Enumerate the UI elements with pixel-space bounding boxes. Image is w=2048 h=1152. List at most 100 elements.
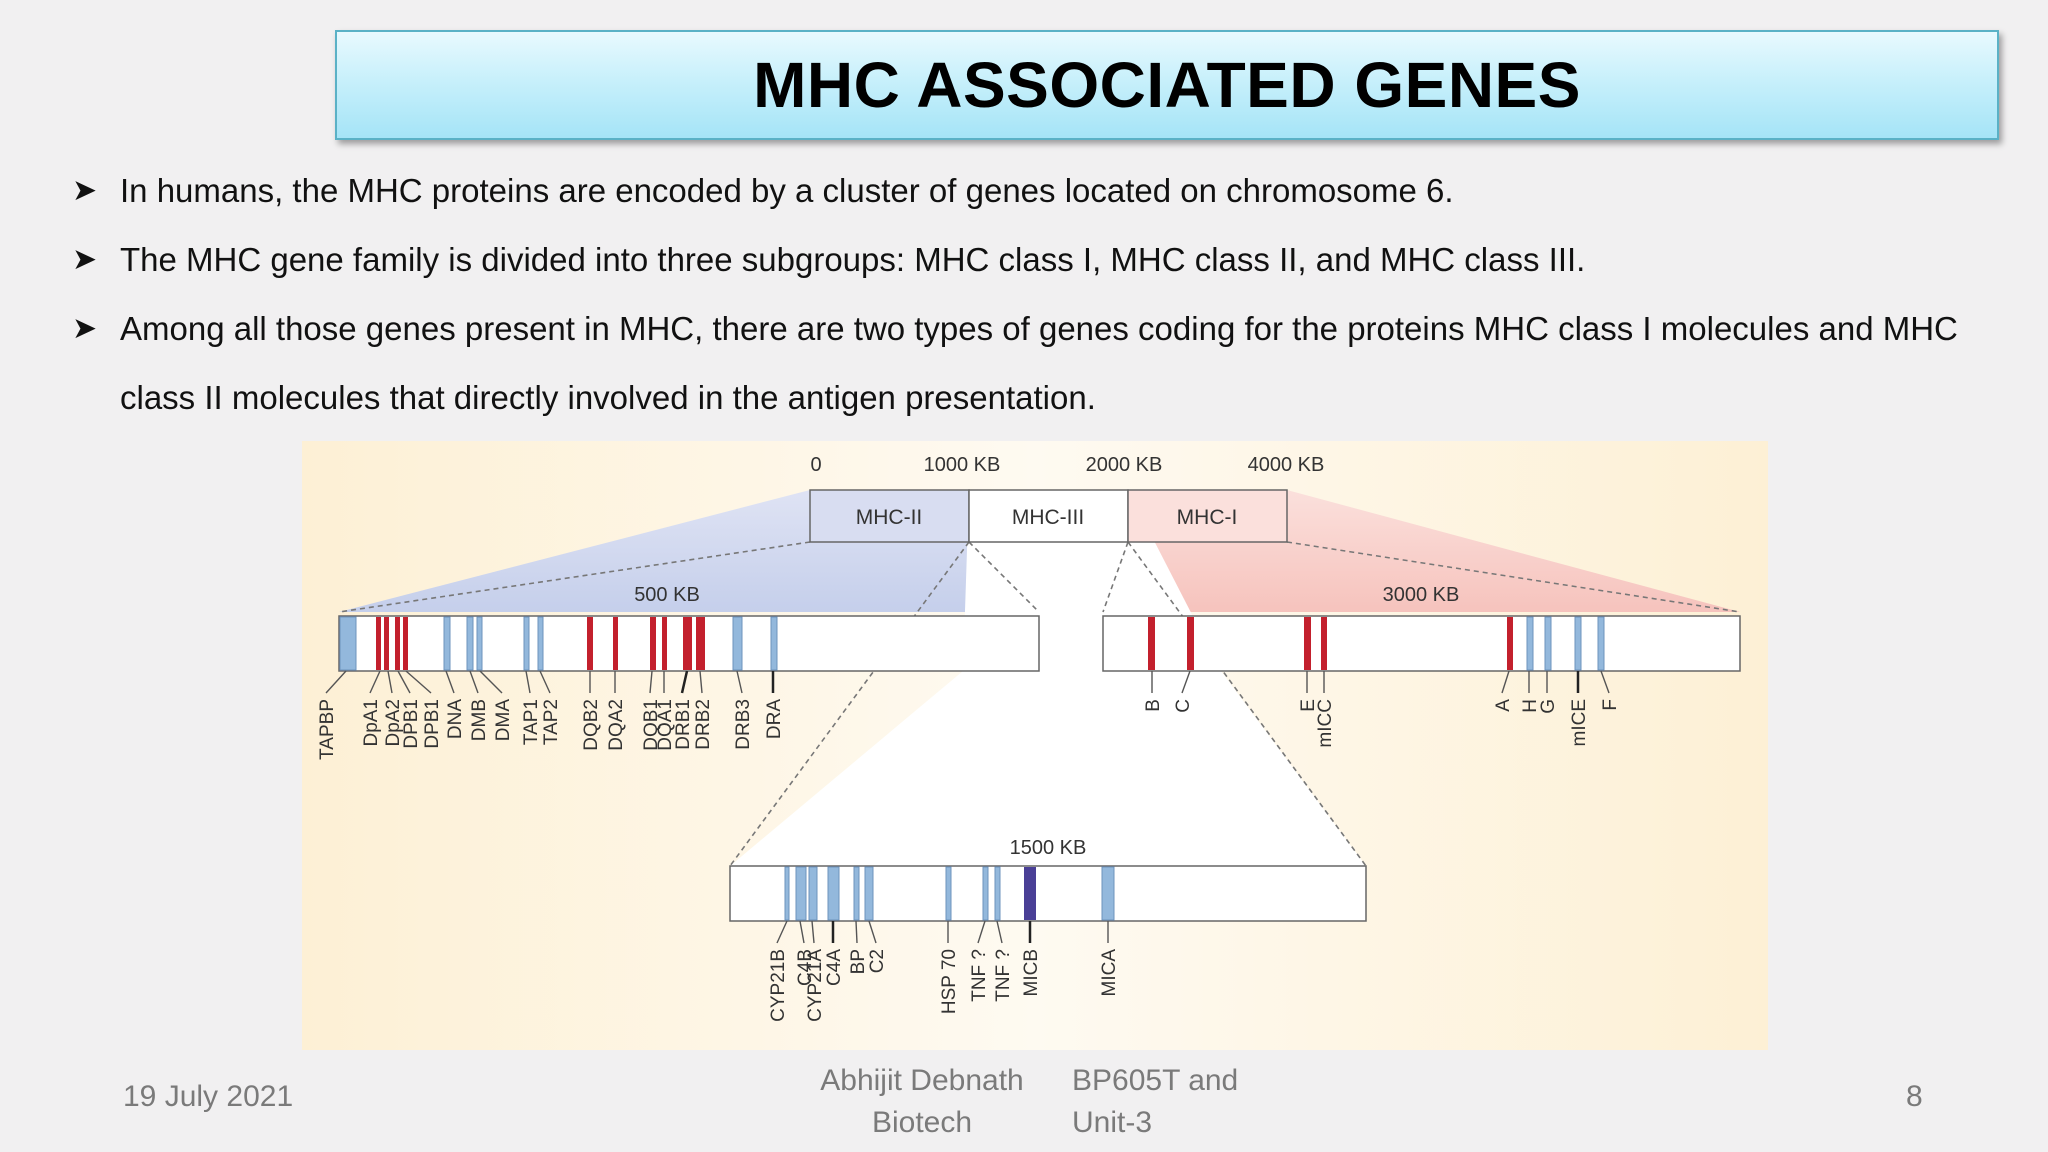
class2-gene-connector <box>397 670 411 694</box>
class1-length-label: 3000 KB <box>1383 584 1460 606</box>
class2-gene-band <box>384 617 389 670</box>
class2-gene-band <box>395 617 400 670</box>
class3-gene-band <box>994 866 1001 921</box>
class3-gene-label: TNF ? <box>993 949 1014 1002</box>
class2-gene-band <box>476 616 483 671</box>
class2-gene-band <box>770 616 778 671</box>
class2-gene-label: DpA1 <box>361 699 382 747</box>
footer-course-line2: Unit-3 <box>1072 1106 1153 1139</box>
class3-gene-connector <box>868 920 877 944</box>
class2-gene-band <box>683 617 692 670</box>
zoom-guide-lines <box>338 541 1741 867</box>
class1-gene-band <box>1526 616 1534 671</box>
class2-gene-band <box>339 616 357 671</box>
region-label: MHC-I <box>1177 506 1238 529</box>
footer-date: 19 July 2021 <box>123 1080 294 1113</box>
class3-gene-band <box>1024 867 1036 920</box>
class3-gene-band <box>827 866 840 921</box>
footer-author-line2: Biotech <box>871 1106 973 1139</box>
class2-gene-band <box>537 616 544 671</box>
class3-gene-connector <box>811 920 815 944</box>
class3-gene-band <box>1101 866 1115 921</box>
class1-gene-connector <box>1501 670 1510 694</box>
class2-gene-connector <box>369 670 381 694</box>
class3-gene-label: CYP21B <box>768 949 789 1022</box>
class3-length-label: 1500 KB <box>1010 837 1087 859</box>
class2-gene-connector <box>539 670 551 694</box>
class2-gene-connector <box>699 670 703 694</box>
class3-gene-label: MICA <box>1099 949 1120 997</box>
class3-gene-band <box>945 866 952 921</box>
class1-gene-label: A <box>1493 699 1514 712</box>
class2-gene-connector <box>736 670 743 694</box>
scale-label: 4000 KB <box>1248 454 1325 476</box>
class2-gene-label: DMA <box>493 699 514 742</box>
class3-gene-band <box>982 866 989 921</box>
class3-gene-connector <box>776 920 788 944</box>
class2-gene-band <box>443 616 451 671</box>
bullet-item: ➤ The MHC gene family is divided into th… <box>72 225 2012 294</box>
class2-gene-label: DRA <box>764 699 785 739</box>
bullet-item: ➤ In humans, the MHC proteins are encode… <box>72 156 2012 225</box>
class2-gene-label: DQB2 <box>581 699 602 751</box>
class2-gene-band <box>613 617 618 670</box>
bullet-text: Among all those genes present in MHC, th… <box>120 310 1958 416</box>
slide-title: MHC ASSOCIATED GENES <box>753 49 1581 121</box>
class3-gene-connector <box>977 920 986 944</box>
class2-length-label: 500 KB <box>634 584 700 606</box>
footer-course-line1: BP605T and <box>1072 1064 1239 1097</box>
class1-gene-connector <box>1181 670 1191 694</box>
class3-gene-band <box>853 866 860 921</box>
class2-gene-band <box>662 617 667 670</box>
class2-gene-band <box>587 617 593 670</box>
bullet-text: The MHC gene family is divided into thre… <box>120 241 1586 278</box>
region-box-mhc-iii <box>968 489 1129 543</box>
class2-gene-band <box>376 617 381 670</box>
class3-gene-label: HSP 70 <box>939 949 960 1014</box>
class1-gene-label: E <box>1298 699 1319 712</box>
class1-gene-connector <box>1600 670 1610 694</box>
mhc-gene-map-svg: 0 1000 KB 2000 KB 4000 KB MHC-II MHC-III… <box>302 441 1768 1050</box>
class2-gene-connector <box>469 670 479 694</box>
class2-gene-label: DRB2 <box>693 699 714 750</box>
class1-gene-label: G <box>1538 699 1559 714</box>
title-banner: MHC ASSOCIATED GENES <box>335 30 1999 140</box>
arrow-bullet-icon: ➤ <box>72 243 98 276</box>
class1-gene-label: mICE <box>1569 699 1590 747</box>
class3-gene-label: C4B <box>795 949 816 986</box>
class1-gene-band <box>1507 617 1513 670</box>
bullet-text: In humans, the MHC proteins are encoded … <box>120 172 1454 209</box>
class2-gene-label: TAP1 <box>521 699 542 745</box>
footer-author-course: Abhijit Debnath BP605T and Biotech Unit-… <box>772 1060 1292 1144</box>
mhc-gene-map-figure: 0 1000 KB 2000 KB 4000 KB MHC-II MHC-III… <box>302 441 1768 1050</box>
class3-gene-connector <box>855 920 858 944</box>
footer-author-line1: Abhijit Debnath <box>820 1064 1024 1097</box>
class3-chromosome-bar <box>729 865 1367 922</box>
class3-gene-label: MICB <box>1021 949 1042 997</box>
class2-gene-label: DPB1 <box>422 699 443 749</box>
class2-gene-label: DQA2 <box>606 699 627 751</box>
class3-gene-label: TNF ? <box>969 949 990 1002</box>
class2-gene-label: DRB1 <box>673 699 694 750</box>
scale-label: 0 <box>810 454 821 476</box>
class3-gene-label: C2 <box>867 949 888 973</box>
class1-gene-band <box>1544 616 1552 671</box>
region-label: MHC-II <box>856 506 923 529</box>
class1-gene-label: B <box>1143 699 1164 712</box>
class2-gene-label: DMB <box>469 699 490 741</box>
class1-gene-band <box>1574 616 1582 671</box>
class1-gene-band <box>1304 617 1311 670</box>
footer-page-number: 8 <box>1906 1080 1923 1113</box>
class2-gene-connector <box>387 670 393 694</box>
class2-gene-label: DQA1 <box>655 699 676 751</box>
region-box-mhc-i <box>1127 489 1288 543</box>
class3-gene-connector <box>799 920 805 944</box>
class3-gene-label: CYP21A <box>805 949 826 1022</box>
class1-gene-band <box>1597 616 1605 671</box>
class3-gene-band <box>784 866 790 921</box>
region-label: MHC-III <box>1012 506 1084 529</box>
class1-chromosome-bar <box>1102 615 1741 672</box>
class1-gene-band <box>1148 617 1155 670</box>
